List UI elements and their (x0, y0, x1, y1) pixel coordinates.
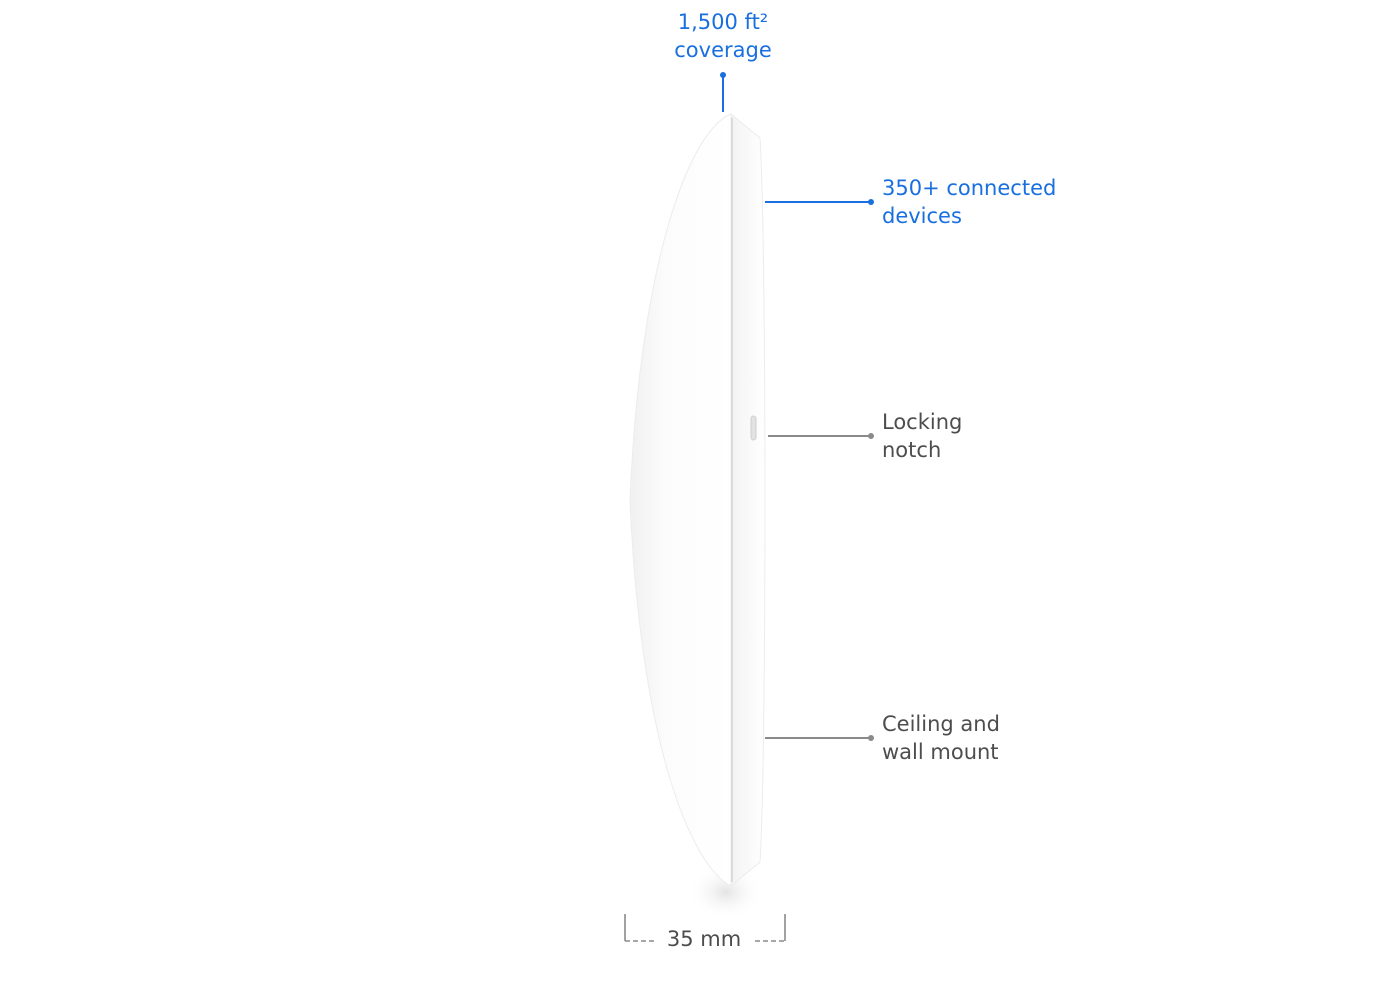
notch-callout-line2: notch (882, 438, 942, 462)
mount-callout-line2: wall mount (882, 740, 999, 764)
notch-callout-line1: Locking (882, 410, 963, 434)
dimension-bracket (624, 914, 786, 942)
coverage-callout: 1,500 ft² coverage (673, 8, 773, 64)
notch-callout: Locking notch (882, 408, 962, 464)
mount-leader-dot (868, 735, 874, 741)
coverage-leader-dot (720, 72, 726, 78)
devices-leader-dot (868, 199, 874, 205)
coverage-callout-line2: coverage (674, 38, 772, 62)
devices-callout-line2: devices (882, 204, 962, 228)
mount-callout: Ceiling and wall mount (882, 710, 1000, 766)
device-shadow (688, 864, 764, 920)
locking-notch (750, 415, 757, 441)
mount-callout-line1: Ceiling and (882, 712, 1000, 736)
devices-callout: 350+ connected devices (882, 174, 1056, 230)
devices-callout-line1: 350+ connected (882, 176, 1057, 200)
coverage-callout-line1: 1,500 ft² (677, 10, 769, 34)
device-back-plate (730, 112, 766, 888)
device-dome (629, 113, 732, 887)
depth-dimension-label: 35 mm (666, 927, 742, 951)
notch-leader-dot (868, 433, 874, 439)
